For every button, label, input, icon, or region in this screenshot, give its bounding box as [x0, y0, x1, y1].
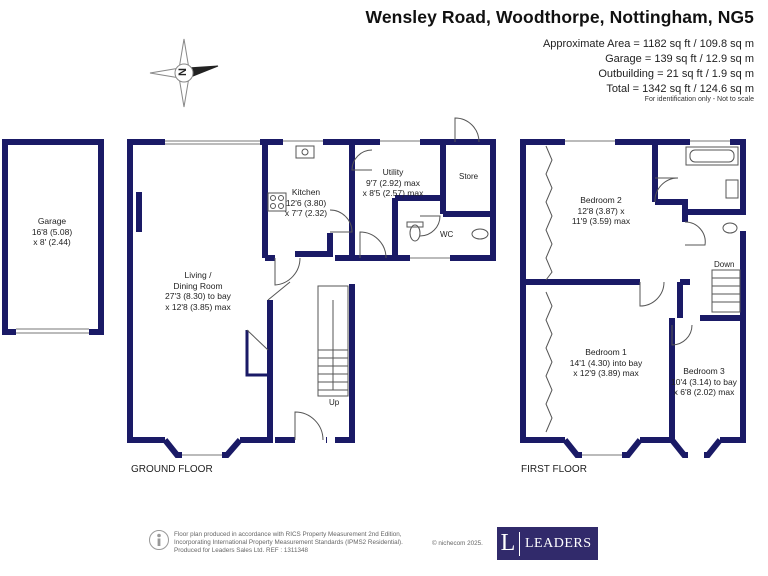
living-room-label: Living / Dining Room 27'3 (8.30) to bay … [165, 270, 231, 312]
garage-door-opening [16, 326, 89, 336]
bedroom3-label: Bedroom 3 10'4 (3.14) to bay x 6'8 (2.02… [671, 366, 737, 397]
scale-note: For identification only - Not to scale [644, 96, 754, 103]
bedroom1-label: Bedroom 1 14'1 (4.30) into bay x 12'9 (3… [569, 347, 643, 378]
leaders-logo: L LEADERS [497, 527, 598, 560]
compass-letter: N [176, 68, 189, 76]
logo-text: LEADERS [525, 535, 592, 551]
area-approximate: Approximate Area = 1182 sq ft / 109.8 sq… [542, 38, 754, 50]
garage-label: Garage 16'8 (5.08) x 8' (2.44) [31, 216, 73, 247]
first-floor-walls [520, 139, 746, 443]
property-title: Wensley Road, Woodthorpe, Nottingham, NG… [365, 7, 754, 27]
measurement-standard-icon [149, 530, 169, 550]
copyright-text: © nichecom 2025. [432, 540, 483, 547]
utility-label: Utility 9'7 (2.92) max x 8'5 (2.57) max [362, 167, 424, 198]
area-summary: Approximate Area = 1182 sq ft / 109.8 sq… [543, 37, 754, 97]
area-garage: Garage = 139 sq ft / 12.9 sq m [605, 53, 754, 65]
area-outbuilding: Outbuilding = 21 sq ft / 1.9 sq m [598, 68, 754, 80]
ground-doors [267, 117, 480, 441]
first-doors [639, 177, 706, 346]
fireplace [136, 192, 142, 232]
store-label: Store [459, 172, 479, 181]
ground-stairs [317, 285, 349, 397]
ground-windows [165, 139, 450, 458]
wc-label: WC [440, 230, 454, 239]
kitchen-label: Kitchen 12'6 (3.80) x 7'7 (2.32) [284, 187, 328, 218]
kitchen-fittings [267, 145, 315, 212]
stairs-down-label: Down [714, 260, 735, 269]
compass-icon [149, 38, 219, 108]
first-windows [565, 139, 746, 458]
logo-mark: L [500, 530, 516, 556]
footer-disclaimer: Floor plan produced in accordance with R… [174, 531, 403, 554]
area-total: Total = 1342 sq ft / 124.6 sq m [606, 83, 754, 95]
logo-separator [519, 531, 520, 556]
wc-fittings [406, 221, 489, 242]
bathroom-fittings [685, 146, 739, 234]
ground-floor-label: GROUND FLOOR [131, 464, 213, 475]
first-floor-label: FIRST FLOOR [521, 464, 587, 475]
wardrobes [545, 145, 553, 433]
stairs-up-label: Up [329, 398, 340, 407]
bedroom2-label: Bedroom 2 12'8 (3.87) x 11'9 (3.59) max [571, 195, 631, 226]
first-stairs [711, 269, 741, 313]
